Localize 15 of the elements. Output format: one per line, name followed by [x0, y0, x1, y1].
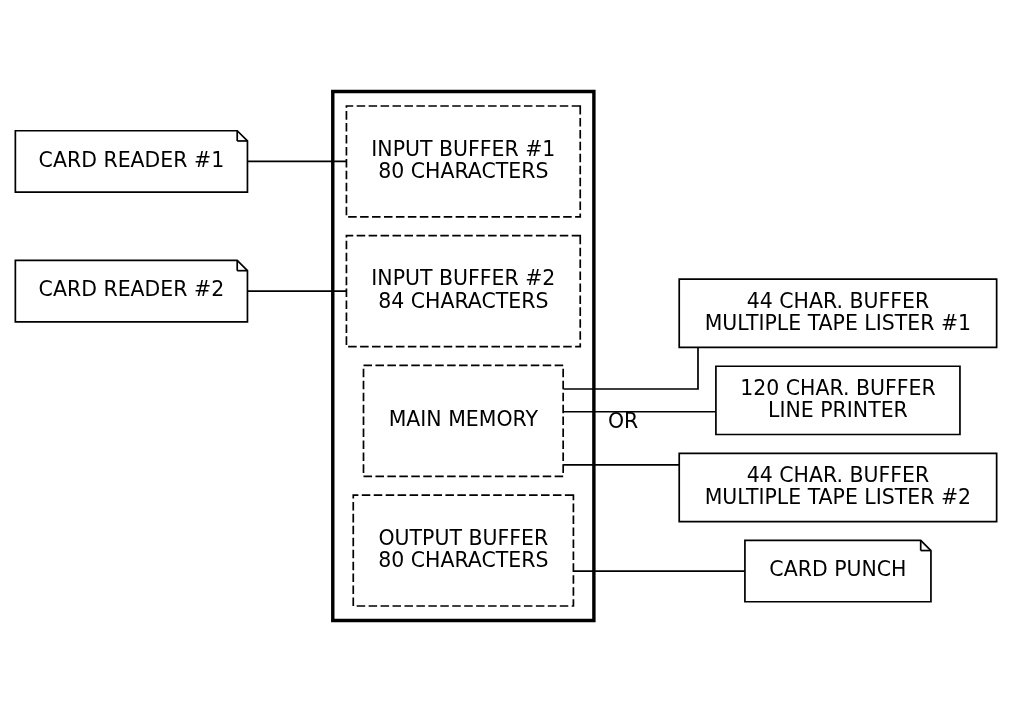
- cluster: [331, 89, 596, 623]
- connector: [572, 570, 746, 572]
- node-box: INPUT BUFFER #1 80 CHARACTERS: [345, 105, 582, 218]
- connector: [562, 346, 699, 390]
- connector: [562, 410, 717, 413]
- node-box: OUTPUT BUFFER 80 CHARACTERS: [352, 494, 575, 607]
- edge-label: OR: [608, 409, 639, 434]
- node-box: INPUT BUFFER #2 84 CHARACTERS: [345, 234, 582, 348]
- node-box: 44 CHAR. BUFFER MULTIPLE TAPE LISTER #2: [678, 452, 998, 523]
- node-box: 44 CHAR. BUFFER MULTIPLE TAPE LISTER #1: [678, 278, 998, 349]
- connector: [246, 290, 348, 292]
- node-box: MAIN MEMORY: [362, 364, 565, 478]
- connector: [246, 160, 348, 163]
- node-box: 120 CHAR. BUFFER LINE PRINTER: [715, 365, 961, 436]
- connector: [562, 463, 680, 466]
